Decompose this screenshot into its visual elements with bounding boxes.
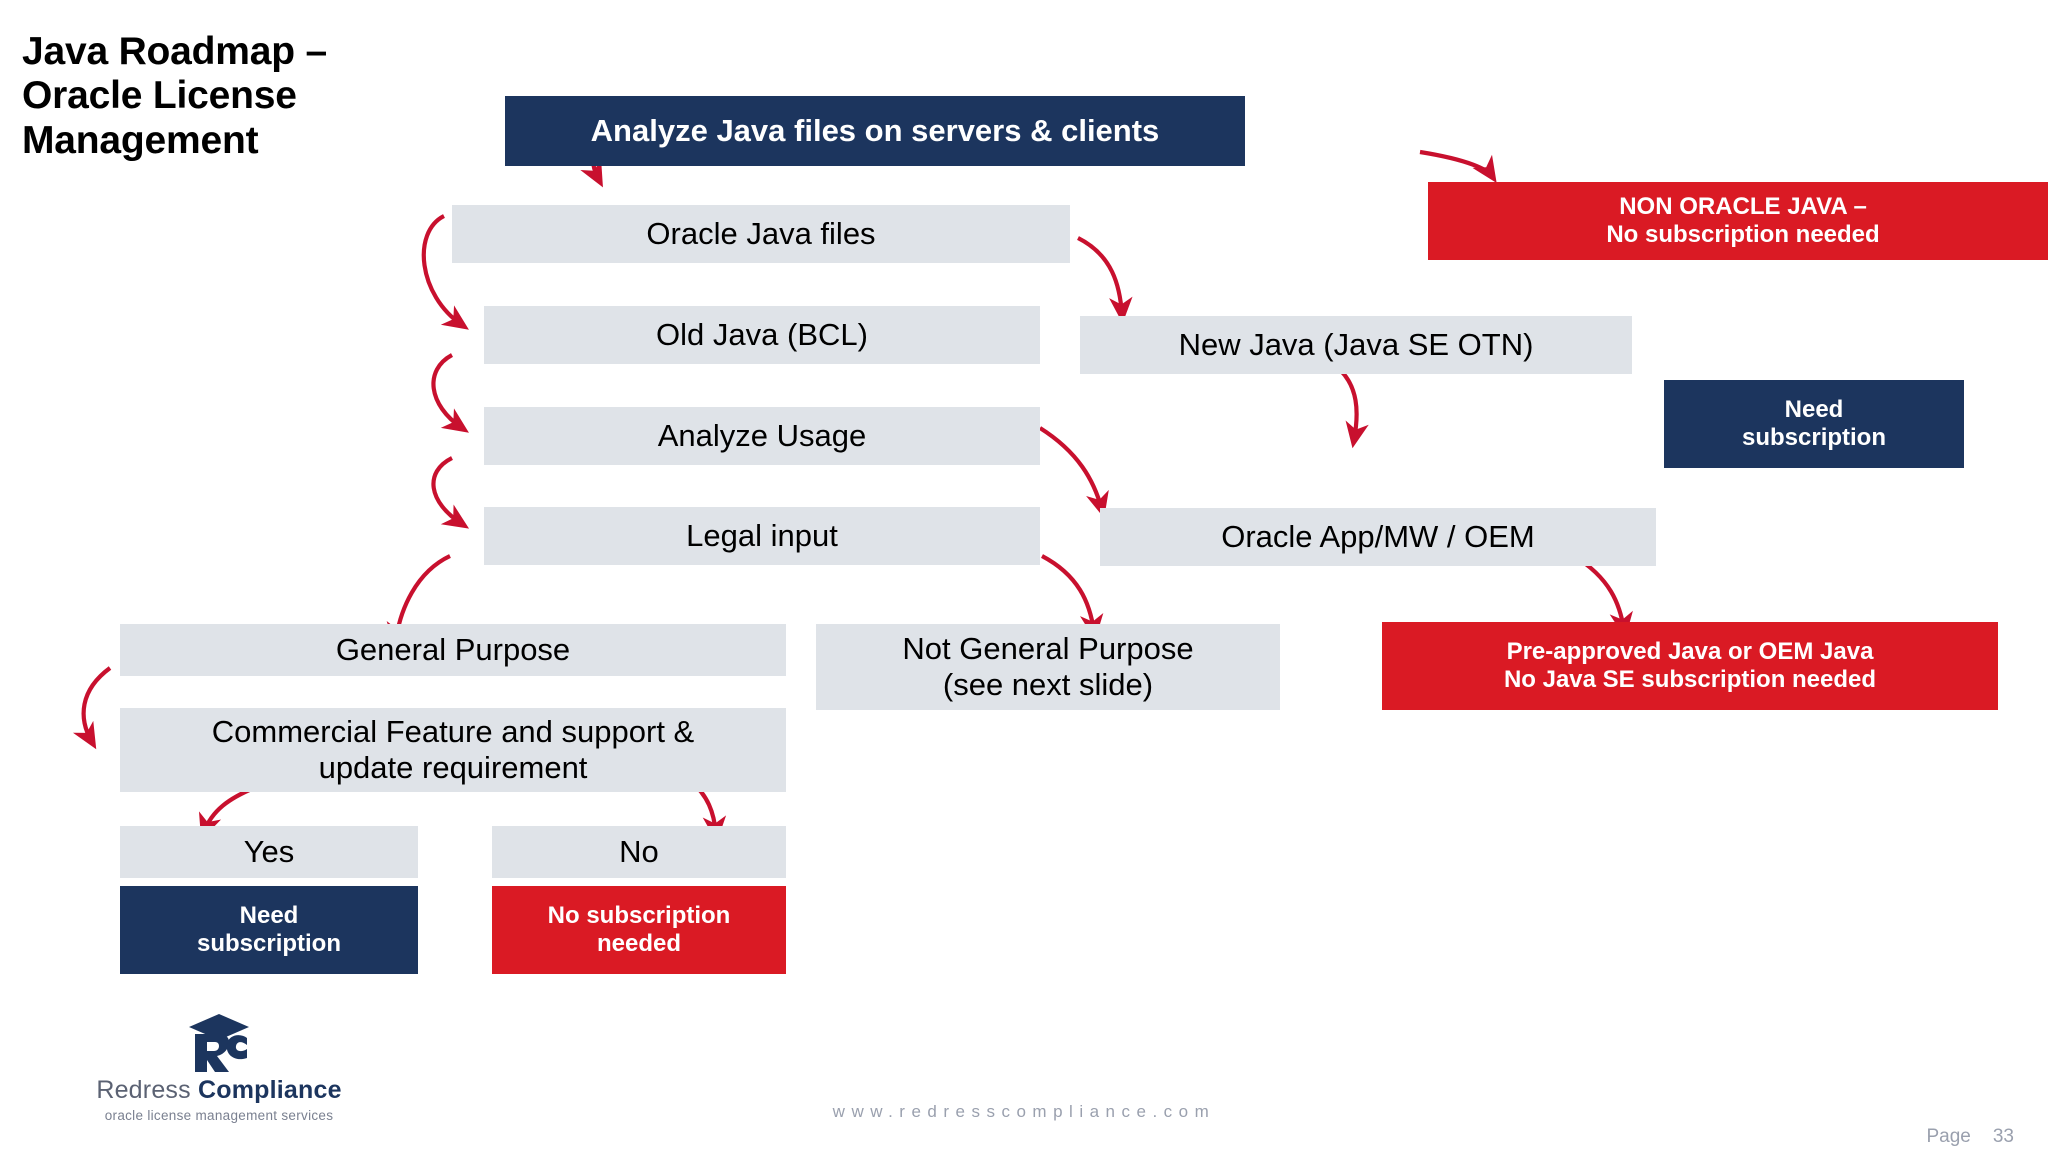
flow-node-label: New Java (Java SE OTN) — [1178, 327, 1534, 363]
flow-node-non-oracle-java[interactable]: NON ORACLE JAVA – No subscription needed — [1428, 182, 2048, 260]
flow-node-label: Pre-approved Java or OEM Java No Java SE… — [1503, 638, 1877, 693]
flow-node-answer-no[interactable]: No — [492, 826, 786, 878]
flow-node-oracle-java-files[interactable]: Oracle Java files — [452, 205, 1070, 263]
logo-name-light: Redress — [96, 1076, 198, 1104]
flow-node-label: Oracle Java files — [646, 216, 876, 252]
arrow-old-java-to-analyze-usage — [431, 353, 469, 433]
flow-node-label: Legal input — [686, 518, 838, 554]
rc-cube-icon — [189, 1014, 249, 1072]
page-indicator: Page 33 — [1905, 1104, 2014, 1170]
flow-node-label: Need subscription — [1741, 396, 1886, 451]
arrow-analyze-usage-to-legal-input — [431, 456, 470, 529]
arrow-general-purpose-to-commercial — [72, 666, 112, 750]
logo-wordmark: Redress Compliance — [84, 1076, 354, 1105]
flow-node-label: Analyze Usage — [657, 418, 867, 454]
flow-node-label: General Purpose — [335, 632, 571, 668]
flow-node-label: Not General Purpose (see next slide) — [902, 631, 1194, 702]
flow-node-pre-approved-oem[interactable]: Pre-approved Java or OEM Java No Java SE… — [1382, 622, 1998, 710]
flow-node-label: Oracle App/MW / OEM — [1221, 519, 1535, 555]
flow-node-oracle-app-mw-oem[interactable]: Oracle App/MW / OEM — [1100, 508, 1656, 566]
flow-node-label: Yes — [243, 834, 295, 870]
flow-node-commercial-feature[interactable]: Commercial Feature and support & update … — [120, 708, 786, 792]
flow-node-no-subscription-no[interactable]: No subscription needed — [492, 886, 786, 974]
flow-node-need-subscription-yes[interactable]: Need subscription — [120, 886, 418, 974]
page-title: Java Roadmap – Oracle License Management — [22, 30, 328, 162]
flow-node-legal-input[interactable]: Legal input — [484, 507, 1040, 565]
flow-node-label: Old Java (BCL) — [656, 317, 868, 353]
flow-node-old-java-bcl[interactable]: Old Java (BCL) — [484, 306, 1040, 364]
page-number: 33 — [1992, 1126, 2014, 1147]
flow-node-new-java-se-otn[interactable]: New Java (Java SE OTN) — [1080, 316, 1632, 374]
page-label: Page — [1926, 1126, 1971, 1147]
flow-node-label: Need subscription — [196, 902, 341, 957]
flow-node-not-general-purpose[interactable]: Not General Purpose (see next slide) — [816, 624, 1280, 710]
flow-node-label: No — [619, 834, 659, 870]
footer-website-url: www.redresscompliance.com — [832, 1102, 1216, 1121]
arrow-oracle-java-to-new-java — [1077, 236, 1133, 324]
flow-node-label: Commercial Feature and support & update … — [211, 714, 695, 785]
flow-node-need-subscription-otn[interactable]: Need subscription — [1664, 380, 1964, 468]
arrow-legal-input-to-not-general-purpose — [1041, 554, 1104, 641]
arrow-oracle-app-to-pre-approved — [1572, 554, 1633, 639]
logo-name-bold: Compliance — [197, 1076, 342, 1104]
flow-node-general-purpose[interactable]: General Purpose — [120, 624, 786, 676]
arrow-analyze-to-non-oracle — [1419, 149, 1497, 183]
flow-node-label: No subscription needed — [547, 902, 731, 957]
flow-node-label: Analyze Java files on servers & clients — [590, 113, 1160, 149]
flow-node-answer-yes[interactable]: Yes — [120, 826, 418, 878]
flow-node-analyze-usage[interactable]: Analyze Usage — [484, 407, 1040, 465]
flow-node-label: NON ORACLE JAVA – No subscription needed — [1606, 193, 1880, 248]
flow-node-analyze-java-files[interactable]: Analyze Java files on servers & clients — [505, 96, 1245, 166]
brand-logo: Redress Compliance oracle license manage… — [84, 1012, 354, 1123]
arrow-analyze-usage-to-oracle-app — [1038, 426, 1109, 519]
logo-tagline: oracle license management services — [104, 1108, 334, 1123]
